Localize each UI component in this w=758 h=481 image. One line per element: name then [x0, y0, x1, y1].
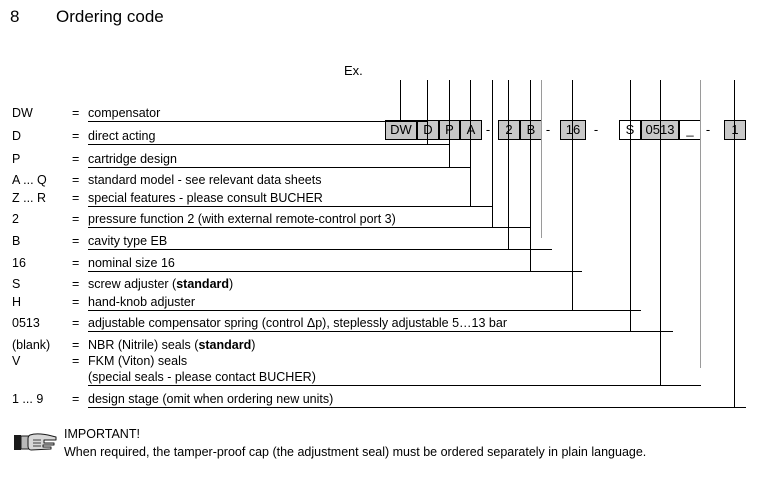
connector-line	[400, 80, 401, 121]
code-segment-1[interactable]: 1	[724, 120, 746, 140]
legend-value: (special seals - please contact BUCHER)	[88, 370, 316, 384]
legend-value: screw adjuster (standard)	[88, 277, 234, 291]
legend-key: D	[12, 129, 22, 143]
legend-key: 16	[12, 256, 26, 270]
legend-key: 1 ... 9	[12, 392, 44, 406]
section-title: Ordering code	[56, 7, 164, 26]
code-separator: -	[545, 122, 551, 137]
legend-equals: =	[72, 354, 80, 368]
code-segment-dw[interactable]: DW	[385, 120, 417, 140]
legend-value: design stage (omit when ordering new uni…	[88, 392, 334, 406]
legend-equals: =	[72, 191, 80, 205]
legend-equals: =	[72, 106, 80, 120]
connector-line	[630, 80, 631, 331]
legend-value: direct acting	[88, 129, 156, 143]
legend-key: B	[12, 234, 21, 248]
legend-key: 2	[12, 212, 19, 226]
legend-key: 0513	[12, 316, 40, 330]
example-label: Ex.	[344, 63, 363, 78]
connector-line	[530, 80, 531, 271]
connector-line	[427, 80, 428, 144]
code-segment-a[interactable]: A	[460, 120, 482, 140]
legend-key: Z ... R	[12, 191, 47, 205]
legend-key: DW	[12, 106, 33, 120]
page-title: 8 Ordering code	[10, 5, 610, 35]
legend-value: adjustable compensator spring (control Δ…	[88, 316, 507, 330]
legend-equals: =	[72, 316, 80, 330]
legend-equals: =	[72, 212, 80, 226]
legend-equals: =	[72, 152, 80, 166]
connector-line	[734, 80, 735, 407]
legend-value: compensator	[88, 106, 161, 120]
rule-line	[88, 206, 492, 207]
rule-line	[88, 407, 746, 408]
legend-value: cartridge design	[88, 152, 177, 166]
code-segment-d[interactable]: D	[417, 120, 439, 140]
pointing-hand-icon	[14, 431, 60, 455]
rule-line	[88, 144, 449, 145]
connector-line	[508, 80, 509, 249]
legend-equals: =	[72, 173, 80, 187]
rule-line	[88, 385, 701, 386]
legend-value: pressure function 2 (with external remot…	[88, 212, 396, 226]
connector-line	[700, 80, 701, 368]
rule-line	[88, 249, 552, 250]
connector-line	[541, 80, 542, 238]
legend-value: hand-knob adjuster	[88, 295, 196, 309]
legend-key: H	[12, 295, 22, 309]
legend-equals: =	[72, 256, 80, 270]
legend-equals: =	[72, 129, 80, 143]
code-separator: -	[593, 122, 599, 137]
important-text: When required, the tamper-proof cap (the…	[64, 445, 647, 459]
code-segment-b[interactable]: B	[520, 120, 542, 140]
important-note: IMPORTANT! When required, the tamper-pro…	[0, 425, 758, 481]
rule-line	[88, 227, 530, 228]
legend-key: P	[12, 152, 21, 166]
important-title: IMPORTANT!	[64, 427, 140, 441]
rule-line	[88, 167, 470, 168]
code-separator: -	[705, 122, 711, 137]
legend-value: standard model - see relevant data sheet…	[88, 173, 322, 187]
legend-equals: =	[72, 392, 80, 406]
legend-value: nominal size 16	[88, 256, 175, 270]
legend-value: special features - please consult BUCHER	[88, 191, 323, 205]
legend-key: V	[12, 354, 21, 368]
code-segment-[interactable]: _	[679, 120, 701, 140]
legend-equals: =	[72, 295, 80, 309]
code-segment-2[interactable]: 2	[498, 120, 520, 140]
code-separator: -	[485, 122, 491, 137]
legend-key: (blank)	[12, 338, 51, 352]
connector-line	[660, 80, 661, 385]
rule-line	[88, 271, 582, 272]
connector-line	[470, 80, 471, 206]
rule-line	[88, 121, 427, 122]
legend-value: FKM (Viton) seals	[88, 354, 188, 368]
legend-key: A ... Q	[12, 173, 47, 187]
rule-line	[88, 310, 641, 311]
legend-value: NBR (Nitrile) seals (standard)	[88, 338, 256, 352]
legend-equals: =	[72, 277, 80, 291]
legend-equals: =	[72, 338, 80, 352]
section-number: 8	[10, 7, 20, 26]
legend-equals: =	[72, 234, 80, 248]
rule-line	[88, 331, 673, 332]
connector-line	[572, 80, 573, 310]
code-segment-16[interactable]: 16	[560, 120, 586, 140]
legend-value: cavity type EB	[88, 234, 168, 248]
connector-line	[449, 80, 450, 167]
legend-key: S	[12, 277, 21, 291]
connector-line	[492, 80, 493, 227]
